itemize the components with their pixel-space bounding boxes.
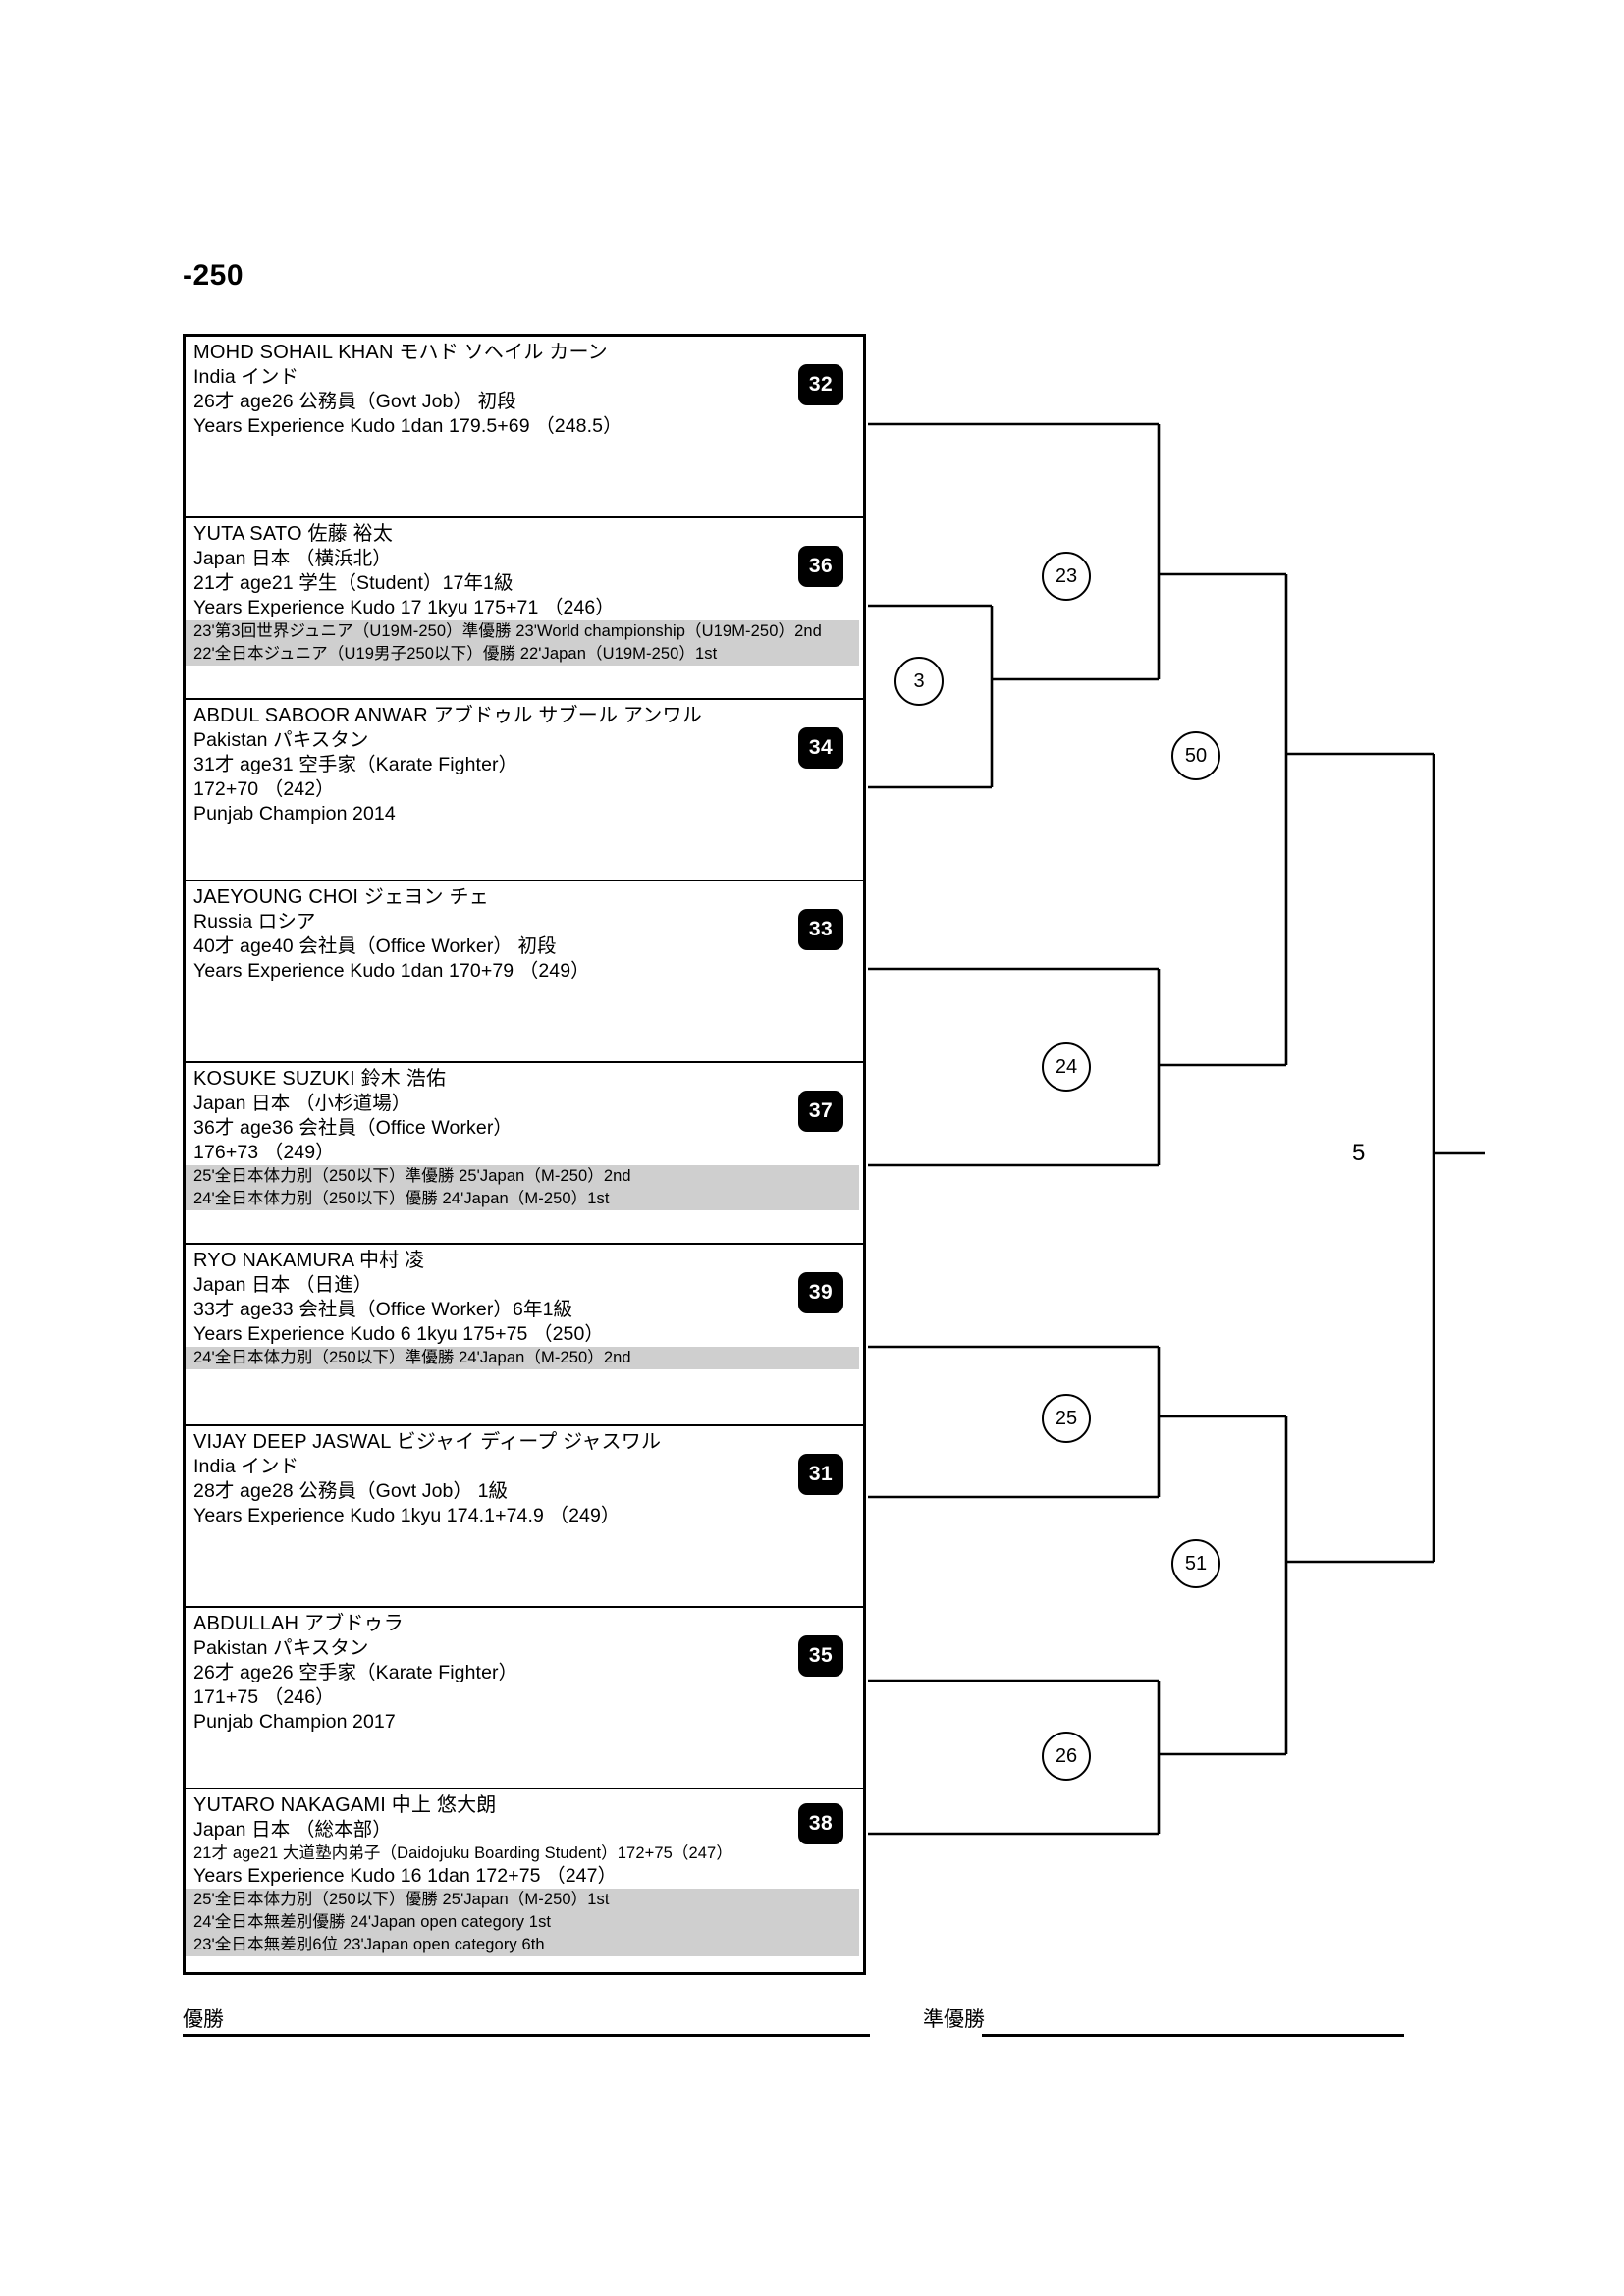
- bracket-node-24: 24: [1042, 1042, 1091, 1092]
- competitor-info: KOSUKE SUZUKI 鈴木 浩佑 Japan 日本 （小杉道場） 36才 ag…: [186, 1067, 863, 1210]
- seed-number-badge: 36: [798, 546, 843, 587]
- bracket-node-26: 26: [1042, 1732, 1091, 1781]
- competitor-detail: 26才 age26 空手家（Karate Fighter）: [193, 1662, 518, 1683]
- champion-label: 優勝: [183, 2008, 224, 2031]
- competitor-name: ABDUL SABOOR ANWAR アブドゥル サブール アンワル: [193, 705, 702, 726]
- competitor-detail: 171+75 （246）: [193, 1686, 335, 1708]
- seed-number-badge: 32: [798, 364, 843, 405]
- runnerup-field: 準優勝: [923, 1998, 1404, 2037]
- competitor-detail: Punjab Champion 2014: [193, 803, 396, 825]
- competitor-info: YUTA SATO 佐藤 裕太 Japan 日本 （横浜北） 21才 age21 学…: [186, 522, 863, 666]
- competitor-block: ABDULLAH アブドゥラ Pakistan パキスタン 26才 age26 空手…: [186, 1608, 863, 1789]
- bracket-node-3: 3: [894, 657, 944, 706]
- competitor-info: MOHD SOHAIL KHAN モハド ソヘイル カーン India インド 26…: [186, 341, 863, 439]
- competitor-name: JAEYOUNG CHOI ジェヨン チェ: [193, 886, 489, 908]
- competitor-detail: 40才 age40 会社員（Office Worker） 初段: [193, 935, 557, 957]
- competitor-achievement: 22'全日本ジュニア（U19男子250以下）優勝 22'Japan（U19M-2…: [186, 643, 859, 666]
- bracket-node-23: 23: [1042, 552, 1091, 601]
- competitor-name: RYO NAKAMURA 中村 凌: [193, 1250, 425, 1271]
- competitor-detail: Years Experience Kudo 1dan 179.5+69 （248…: [193, 415, 623, 437]
- competitor-detail: 31才 age31 空手家（Karate Fighter）: [193, 754, 518, 775]
- competitor-name: KOSUKE SUZUKI 鈴木 浩佑: [193, 1068, 447, 1090]
- competitor-detail: Years Experience Kudo 17 1kyu 175+71 （24…: [193, 597, 615, 618]
- competitor-detail: Japan 日本 （小杉道場）: [193, 1093, 411, 1114]
- seed-number-badge: 33: [798, 909, 843, 950]
- competitor-detail: Japan 日本 （総本部）: [193, 1819, 392, 1841]
- competitor-detail: 176+73 （249）: [193, 1142, 335, 1163]
- competitor-block: MOHD SOHAIL KHAN モハド ソヘイル カーン India インド 26…: [186, 337, 863, 518]
- competitor-detail: 36才 age36 会社員（Office Worker）: [193, 1117, 514, 1139]
- competitor-block: VIJAY DEEP JASWAL ビジャイ ディープ ジャスワル India イ…: [186, 1426, 863, 1608]
- competitor-list: MOHD SOHAIL KHAN モハド ソヘイル カーン India インド 26…: [183, 334, 866, 1975]
- competitor-detail: 28才 age28 公務員（Govt Job） 1級: [193, 1480, 509, 1502]
- competitor-detail: Pakistan パキスタン: [193, 1637, 369, 1659]
- competitor-detail: Japan 日本 （横浜北）: [193, 548, 392, 569]
- seed-number-badge: 34: [798, 727, 843, 769]
- competitor-name: ABDULLAH アブドゥラ: [193, 1613, 404, 1634]
- seed-number-badge: 31: [798, 1454, 843, 1495]
- competitor-block: YUTARO NAKAGAMI 中上 悠大朗 Japan 日本 （総本部） 21才 …: [186, 1789, 863, 1972]
- competitor-detail: Years Experience Kudo 16 1dan 172+75 （24…: [193, 1865, 618, 1887]
- competitor-info: RYO NAKAMURA 中村 凌 Japan 日本 （日進） 33才 age33 …: [186, 1249, 863, 1369]
- competitor-detail: Japan 日本 （日進）: [193, 1274, 373, 1296]
- runnerup-label: 準優勝: [923, 2008, 985, 2031]
- competitor-achievement: 25'全日本体力別（250以下）準優勝 25'Japan（M-250）2nd: [186, 1165, 859, 1188]
- competitor-info: ABDUL SABOOR ANWAR アブドゥル サブール アンワル Pakist…: [186, 704, 863, 827]
- bracket-node-25: 25: [1042, 1394, 1091, 1443]
- competitor-block: KOSUKE SUZUKI 鈴木 浩佑 Japan 日本 （小杉道場） 36才 ag…: [186, 1063, 863, 1245]
- runnerup-rule: [982, 2034, 1404, 2037]
- competitor-detail: 26才 age26 公務員（Govt Job） 初段: [193, 391, 516, 412]
- competitor-detail: 172+70 （242）: [193, 778, 335, 800]
- champion-field: 優勝: [183, 1998, 870, 2037]
- competitor-detail: Years Experience Kudo 1kyu 174.1+74.9 （2…: [193, 1505, 621, 1526]
- competitor-detail: Punjab Champion 2017: [193, 1711, 396, 1733]
- competitor-achievement: 24'全日本体力別（250以下）準優勝 24'Japan（M-250）2nd: [186, 1347, 859, 1369]
- competitor-name: MOHD SOHAIL KHAN モハド ソヘイル カーン: [193, 342, 608, 363]
- competitor-detail: 33才 age33 会社員（Office Worker）6年1級: [193, 1299, 573, 1320]
- competitor-block: RYO NAKAMURA 中村 凌 Japan 日本 （日進） 33才 age33 …: [186, 1245, 863, 1426]
- competitor-achievement: 23'第3回世界ジュニア（U19M-250）準優勝 23'World champ…: [186, 620, 859, 643]
- competitor-achievement: 24'全日本体力別（250以下）優勝 24'Japan（M-250）1st: [186, 1188, 859, 1210]
- seed-number-badge: 37: [798, 1091, 843, 1132]
- competitor-name: YUTA SATO 佐藤 裕太: [193, 523, 394, 545]
- competitor-detail: Pakistan パキスタン: [193, 729, 369, 751]
- seed-number-badge: 39: [798, 1272, 843, 1313]
- bracket-node-5: 5: [1352, 1140, 1366, 1166]
- competitor-detail: 21才 age21 大道塾内弟子（Daidojuku Boarding Stud…: [193, 1844, 732, 1862]
- competitor-detail: India インド: [193, 1456, 299, 1477]
- seed-number-badge: 38: [798, 1803, 843, 1844]
- competitor-detail: India インド: [193, 366, 299, 388]
- competitor-info: YUTARO NAKAGAMI 中上 悠大朗 Japan 日本 （総本部） 21才 …: [186, 1793, 863, 1956]
- champion-rule: [183, 2034, 870, 2037]
- competitor-detail: 21才 age21 学生（Student）17年1級: [193, 572, 514, 594]
- competitor-block: ABDUL SABOOR ANWAR アブドゥル サブール アンワル Pakist…: [186, 700, 863, 881]
- bracket-node-50: 50: [1171, 731, 1220, 780]
- competitor-info: VIJAY DEEP JASWAL ビジャイ ディープ ジャスワル India イ…: [186, 1430, 863, 1528]
- competitor-name: VIJAY DEEP JASWAL ビジャイ ディープ ジャスワル: [193, 1431, 662, 1453]
- competitor-detail: Years Experience Kudo 1dan 170+79 （249）: [193, 960, 590, 982]
- bracket-node-51: 51: [1171, 1539, 1220, 1588]
- page-title: -250: [183, 259, 244, 292]
- competitor-block: YUTA SATO 佐藤 裕太 Japan 日本 （横浜北） 21才 age21 学…: [186, 518, 863, 700]
- competitor-achievement: 23'全日本無差別6位 23'Japan open category 6th: [186, 1934, 859, 1956]
- competitor-info: ABDULLAH アブドゥラ Pakistan パキスタン 26才 age26 空手…: [186, 1612, 863, 1735]
- competitor-detail: Years Experience Kudo 6 1kyu 175+75 （250…: [193, 1323, 605, 1345]
- competitor-achievement: 24'全日本無差別優勝 24'Japan open category 1st: [186, 1911, 859, 1934]
- competitor-name: YUTARO NAKAGAMI 中上 悠大朗: [193, 1794, 497, 1816]
- competitor-achievement: 25'全日本体力別（250以下）優勝 25'Japan（M-250）1st: [186, 1889, 859, 1911]
- seed-number-badge: 35: [798, 1635, 843, 1677]
- competitor-detail: Russia ロシア: [193, 911, 316, 933]
